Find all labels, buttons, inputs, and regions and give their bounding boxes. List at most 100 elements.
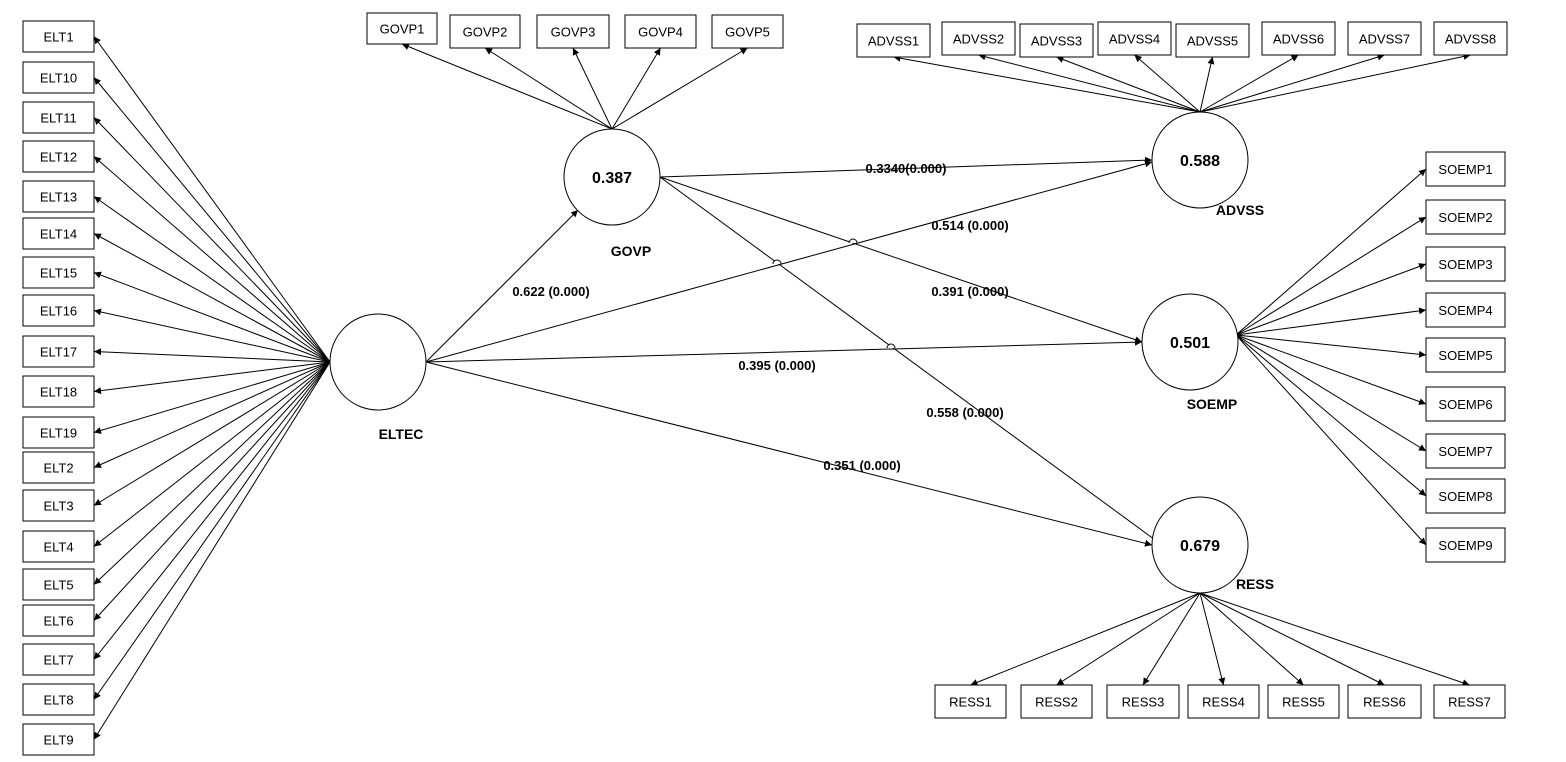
indicator-label: ELT14	[40, 227, 77, 242]
loading-arrow-ress7	[1199, 592, 1470, 687]
indicator-advss5: ADVSS5	[1175, 23, 1250, 58]
indicator-ress2: RESS2	[1020, 684, 1093, 719]
indicator-advss6: ADVSS6	[1261, 21, 1336, 56]
indicator-box	[22, 643, 95, 676]
latent-name-govp: GOVP	[611, 243, 651, 259]
indicator-soemp1: SOEMP1	[1425, 151, 1506, 187]
path-coefficient-eltec-advss: 0.514 (0.000)	[931, 218, 1008, 233]
indicator-soemp3: SOEMP3	[1425, 246, 1506, 282]
r-squared-ress: 0.679	[1180, 538, 1220, 555]
indicator-label: GOVP3	[551, 25, 596, 40]
indicator-label: SOEMP5	[1438, 348, 1492, 363]
line-crossover-hop	[772, 259, 782, 265]
path-coefficient-eltec-soemp: 0.395 (0.000)	[738, 358, 815, 373]
path-govp-to-ress	[659, 176, 1163, 546]
indicator-box	[1425, 199, 1506, 235]
indicator-elt5: ELT5	[22, 568, 95, 601]
indicator-elt17: ELT17	[22, 335, 95, 368]
indicator-govp1: GOVP1	[366, 12, 438, 45]
indicator-label: ELT2	[43, 461, 73, 476]
indicator-box	[22, 568, 95, 601]
indicator-soemp6: SOEMP6	[1425, 386, 1506, 422]
indicator-soemp5: SOEMP5	[1425, 337, 1506, 373]
indicator-box	[22, 256, 95, 289]
indicator-label: GOVP4	[638, 25, 683, 40]
loading-arrow-ress1	[970, 592, 1201, 686]
latent-name-eltec: ELTEC	[379, 426, 424, 442]
indicator-label: ELT19	[40, 426, 77, 441]
latent-eltec: ELTEC	[329, 313, 427, 442]
line-crossover-hop	[886, 343, 896, 349]
indicator-elt14: ELT14	[22, 217, 95, 250]
indicator-box	[536, 14, 610, 49]
indicator-soemp9: SOEMP9	[1425, 527, 1506, 563]
indicator-elt15: ELT15	[22, 256, 95, 289]
indicator-box	[449, 14, 521, 49]
indicator-label: ADVSS4	[1109, 32, 1160, 47]
loading-arrow-soemp5	[1235, 334, 1427, 358]
indicator-label: ADVSS7	[1359, 32, 1410, 47]
indicator-soemp2: SOEMP2	[1425, 199, 1506, 235]
indicator-elt12: ELT12	[22, 140, 95, 173]
indicator-label: ADVSS5	[1187, 34, 1238, 49]
loading-arrow-elt10	[93, 77, 331, 363]
loading-arrow-elt19	[93, 361, 331, 434]
loading-arrow-elt9	[93, 361, 331, 740]
indicator-soemp7: SOEMP7	[1425, 433, 1506, 469]
indicator-label: ELT16	[40, 304, 77, 319]
indicator-elt1: ELT1	[22, 20, 95, 53]
indicator-govp2: GOVP2	[449, 14, 521, 49]
loading-arrow-elt14	[93, 233, 331, 363]
latent-circle-govp	[563, 128, 661, 226]
indicator-label: RESS4	[1202, 695, 1245, 710]
indicator-elt11: ELT11	[22, 101, 95, 134]
latent-name-advss: ADVSS	[1216, 202, 1264, 218]
indicator-label: SOEMP6	[1438, 397, 1492, 412]
indicator-govp4: GOVP4	[624, 14, 697, 49]
loading-arrow-elt16	[93, 308, 331, 363]
indicator-box	[22, 294, 95, 327]
loading-arrow-ress2	[1056, 592, 1201, 686]
loading-arrow-soemp2	[1235, 216, 1427, 336]
loading-arrow-elt2	[93, 361, 331, 468]
indicator-label: SOEMP3	[1438, 257, 1492, 272]
indicator-box	[1175, 23, 1250, 58]
latent-name-ress: RESS	[1236, 576, 1274, 592]
indicator-box	[22, 335, 95, 368]
indicator-box	[624, 14, 697, 49]
indicator-label: ELT8	[43, 693, 73, 708]
loading-arrow-soemp8	[1235, 334, 1427, 497]
indicator-ress4: RESS4	[1187, 684, 1260, 719]
indicator-label: ADVSS8	[1445, 32, 1496, 47]
path-govp-to-advss	[659, 156, 1153, 178]
indicator-box	[1425, 478, 1506, 514]
r-squared-govp: 0.387	[592, 170, 632, 187]
indicator-box	[22, 416, 95, 449]
loading-arrow-advss6	[1199, 54, 1299, 113]
indicator-advss8: ADVSS8	[1433, 21, 1508, 56]
indicator-advss2: ADVSS2	[941, 21, 1016, 56]
path-coefficient-govp-ress: 0.558 (0.000)	[926, 405, 1003, 420]
indicator-label: RESS2	[1035, 695, 1078, 710]
indicator-soemp8: SOEMP8	[1425, 478, 1506, 514]
loading-arrow-advss5	[1199, 56, 1215, 113]
indicator-label: ELT17	[40, 345, 77, 360]
loading-arrow-advss7	[1199, 53, 1385, 113]
loading-arrow-advss2	[978, 53, 1201, 113]
loading-arrow-soemp3	[1235, 263, 1427, 336]
loading-arrow-elt5	[93, 361, 331, 585]
indicator-govp3: GOVP3	[536, 14, 610, 49]
indicator-box	[22, 61, 95, 94]
path-eltec-to-soemp	[425, 338, 1143, 363]
edges-layer	[93, 36, 1471, 740]
loading-arrow-soemp6	[1235, 334, 1427, 405]
indicator-advss7: ADVSS7	[1347, 21, 1422, 56]
loading-arrow-elt17	[93, 348, 331, 363]
indicator-box	[22, 180, 95, 213]
indicator-ress3: RESS3	[1106, 684, 1180, 719]
